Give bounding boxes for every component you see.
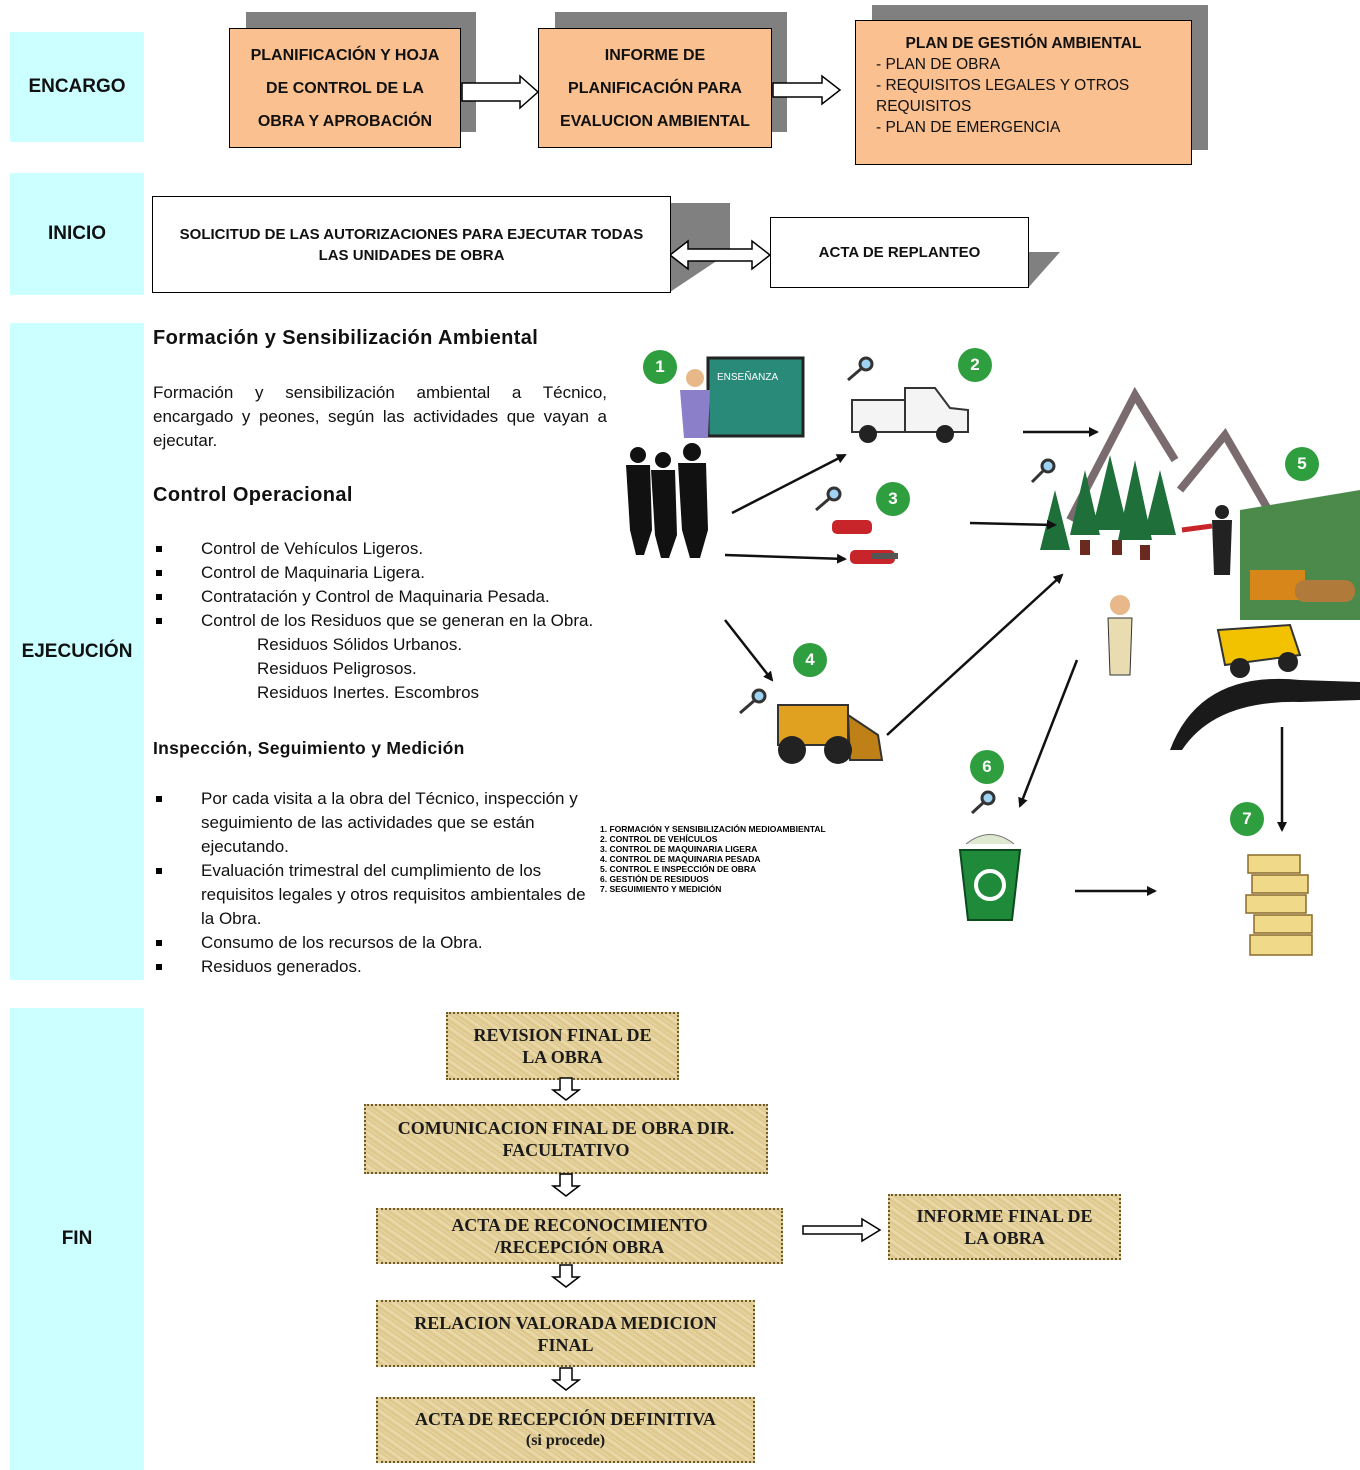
list-item: Control de Vehículos Ligeros. — [153, 537, 623, 561]
list-item: Contratación y Control de Maquinaria Pes… — [153, 585, 623, 609]
inspeccion-title: Inspección, Seguimiento y Medición — [153, 738, 465, 758]
down-arrow-icon — [550, 1077, 582, 1101]
mountains-icon — [1066, 386, 1284, 533]
chainsaw-icon — [832, 520, 898, 564]
list-item: Residuos Inertes. Escombros — [257, 683, 480, 702]
inspector-icon — [1107, 595, 1133, 676]
comunicacion-final-box: COMUNICACION FINAL DE OBRA DIR.FACULTATI… — [364, 1104, 768, 1174]
down-arrow-icon — [550, 1264, 582, 1288]
plan-gestion-title: PLAN DE GESTIÓN AMBIENTAL — [905, 35, 1142, 52]
encargo-inicio-arrows — [461, 74, 1060, 292]
right-arrow-icon — [461, 74, 540, 110]
recycle-bin-icon — [958, 834, 1022, 921]
list-item: Control de los Residuos que se generan e… — [153, 609, 623, 633]
pickup-truck-icon — [851, 387, 969, 443]
step-number-7: 7 — [1230, 802, 1264, 836]
list-item: Control de Maquinaria Ligera. — [153, 561, 623, 585]
formacion-text: Formación y sensibilización ambiental a … — [153, 383, 607, 450]
legend-item: 2. CONTROL DE VEHÍCULOS — [600, 834, 718, 844]
forestry-site-icon — [1240, 490, 1360, 620]
step-number-2: 2 — [958, 348, 992, 382]
list-item: Consumo de los recursos de la Obra. — [153, 931, 603, 955]
plan-item: - PLAN DE EMERGENCIA — [876, 119, 1061, 136]
plan-item: - REQUISITOS LEGALES Y OTROS REQUISITOS — [876, 77, 1130, 115]
control-title: Control Operacional — [153, 484, 353, 506]
trees-icon — [1040, 455, 1176, 550]
list-item: Evaluación trimestral del cumplimiento d… — [153, 859, 603, 931]
plan-gestion-box: PLAN DE GESTIÓN AMBIENTAL - PLAN DE OBRA… — [855, 20, 1192, 165]
list-item: Residuos Sólidos Urbanos. — [257, 635, 463, 654]
acta-reconocimiento-box: ACTA DE RECONOCIMIENTO/RECEPCIÓN OBRA — [376, 1208, 783, 1264]
step-number-5: 5 — [1285, 447, 1319, 481]
list-item: Residuos generados. — [153, 955, 603, 979]
acta-definitiva-box: ACTA DE RECEPCIÓN DEFINITIVA (si procede… — [376, 1397, 755, 1463]
step-number-6: 6 — [970, 750, 1004, 784]
legend-item: 7. SEGUIMIENTO Y MEDICIÓN — [600, 883, 721, 894]
step-number-1: 1 — [643, 350, 677, 384]
stumps-icon — [1080, 540, 1150, 560]
box-shadow — [670, 203, 730, 292]
legend-item: 3. CONTROL DE MAQUINARIA LIGERA — [600, 844, 757, 854]
legend-item: 5. CONTROL E INSPECCIÓN DE OBRA — [600, 863, 756, 874]
solicitud-autorizaciones-box: SOLICITUD DE LAS AUTORIZACIONES PARA EJE… — [152, 196, 671, 293]
phase-ejecucion: EJECUCIÓN — [10, 323, 144, 980]
fin-arrows — [550, 1077, 882, 1391]
phase-fin: FIN — [10, 1008, 144, 1470]
right-arrow-icon — [772, 74, 842, 106]
dump-truck-icon — [1170, 623, 1360, 750]
legend-item: 4. CONTROL DE MAQUINARIA PESADA — [600, 854, 761, 864]
step-number-4: 4 — [793, 643, 827, 677]
legend-item: 6. GESTIÓN DE RESIDUOS — [600, 873, 709, 884]
list-item: Por cada visita a la obra del Técnico, i… — [153, 787, 603, 859]
lumberjack-icon — [1181, 505, 1232, 575]
legend: 1. FORMACIÓN Y SENSIBILIZACIÓN MEDIOAMBI… — [600, 823, 826, 894]
legend-item: 1. FORMACIÓN Y SENSIBILIZACIÓN MEDIOAMBI… — [600, 823, 826, 834]
acta-replanteo-box: ACTA DE REPLANTEO — [770, 217, 1029, 288]
people-silhouettes-icon — [626, 443, 708, 558]
teacher-board-icon: ENSEÑANZA — [680, 356, 805, 438]
down-arrow-icon — [550, 1173, 582, 1197]
box-shadow — [1028, 252, 1060, 288]
plan-item: - PLAN DE OBRA — [876, 56, 1001, 73]
flow-arrows — [724, 427, 1287, 896]
down-arrow-icon — [550, 1367, 582, 1391]
phase-inicio: INICIO — [10, 173, 144, 295]
phase-encargo: ENCARGO — [10, 32, 144, 142]
wheel-loader-icon — [777, 704, 884, 764]
list-item: Residuos Peligrosos. — [257, 659, 417, 678]
formacion-title: Formación y Sensibilización Ambiental — [153, 327, 539, 349]
document-stack-icon — [1245, 854, 1313, 956]
inspeccion-list: Por cada visita a la obra del Técnico, i… — [153, 787, 603, 979]
step-number-3: 3 — [876, 482, 910, 516]
control-list: Control de Vehículos Ligeros. Control de… — [153, 537, 623, 705]
ejecucion-illustration: ENSEÑANZA — [600, 356, 1360, 956]
magnifier-icon — [739, 356, 1056, 815]
right-arrow-icon — [802, 1217, 882, 1243]
board-label: ENSEÑANZA — [717, 370, 778, 383]
